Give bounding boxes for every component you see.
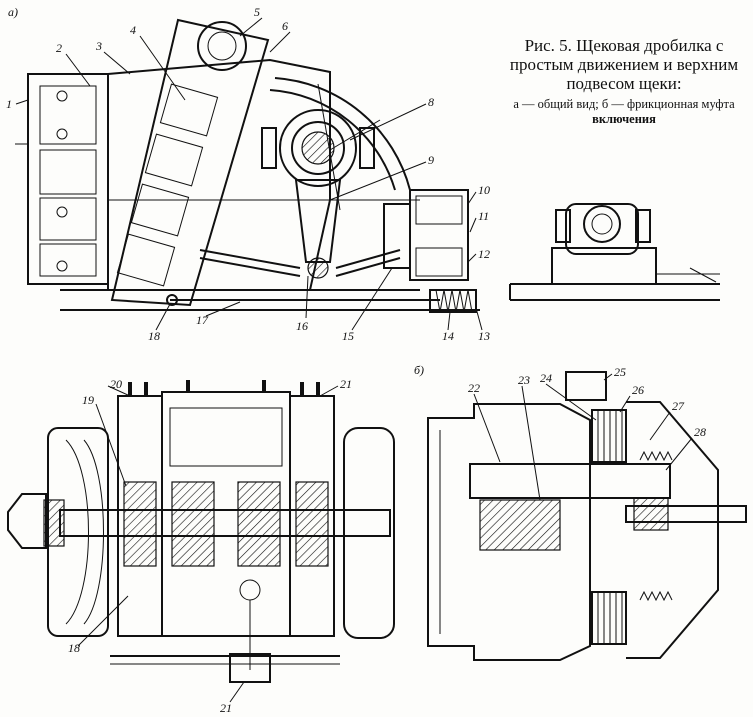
pulley-hub — [7, 493, 47, 549]
clutch-shaft — [469, 463, 671, 499]
caption-subtitle-bold: включения — [592, 112, 656, 126]
main-shaft — [59, 509, 391, 537]
part-label-9: 9 — [428, 153, 434, 167]
part-label-4: 4 — [130, 23, 136, 37]
part-label-28: 27 — [672, 399, 685, 413]
caption-title: Рис. 5. Щековая дробилка с простым движе… — [509, 36, 739, 93]
bearing-housing-right — [289, 395, 335, 637]
view-label-a: а) — [8, 5, 18, 19]
adjusting-screw — [229, 653, 271, 683]
figure-caption: Рис. 5. Щековая дробилка с простым движе… — [498, 36, 750, 127]
part-label-24: 23 — [518, 373, 530, 387]
clutch-side-view-small — [509, 203, 720, 301]
part-label-11: 11 — [478, 209, 489, 223]
wedge-block — [409, 189, 469, 281]
part-label-10: 10 — [478, 183, 490, 197]
part-label-22: 21 — [220, 701, 232, 715]
part-label-23: 22 — [468, 381, 480, 395]
part-label-1: 1 — [6, 97, 12, 111]
toggle-plate-front — [199, 249, 301, 269]
toggle-plate-rear — [335, 249, 401, 269]
part-label-14: 14 — [442, 329, 454, 343]
part-label-25: 24 — [540, 371, 552, 385]
friction-disc-pack-top — [591, 409, 627, 463]
part-label-5: 5 — [254, 5, 260, 19]
part-label-21b: 21 — [340, 377, 352, 391]
part-label-3: 3 — [95, 39, 102, 53]
part-label-12: 12 — [478, 247, 490, 261]
view-a-general: а) — [6, 5, 720, 343]
flywheel-right — [343, 427, 395, 639]
swing-jaw — [110, 18, 270, 307]
view-label-b: б) — [414, 363, 424, 377]
clutch-flywheel-body — [427, 403, 591, 661]
friction-disc-pack-bottom — [591, 591, 627, 645]
part-label-26: 25 — [614, 365, 626, 379]
part-label-19: 18 — [68, 641, 80, 655]
part-label-6: 6 — [282, 19, 288, 33]
caption-subtitle: а — общий вид; б — фрикционная муфта вкл… — [498, 97, 750, 127]
flywheel-arc — [274, 77, 411, 191]
part-label-8: 8 — [428, 95, 434, 109]
part-label-20: 19 — [82, 393, 94, 407]
part-label-27: 26 — [632, 383, 644, 397]
part-label-21a: 20 — [110, 377, 122, 391]
suspension-shaft — [197, 21, 247, 71]
part-label-29: 28 — [694, 425, 706, 439]
part-label-15: 15 — [342, 329, 354, 343]
plan-view: 20 21 19 18 21 — [7, 377, 395, 715]
part-label-17: 17 — [196, 313, 209, 327]
eccentric-shaft — [279, 109, 357, 187]
part-label-13: 13 — [478, 329, 490, 343]
part-label-16: 16 — [296, 319, 308, 333]
part-label-2: 2 — [56, 41, 62, 55]
clutch-cover — [626, 401, 719, 659]
view-b-friction-clutch: б) 22 23 24 25 26 — [414, 363, 747, 661]
caption-subtitle-text: а — общий вид; б — фрикционная муфта — [513, 97, 735, 111]
connecting-rod — [294, 179, 342, 263]
part-label-18: 18 — [148, 329, 160, 343]
